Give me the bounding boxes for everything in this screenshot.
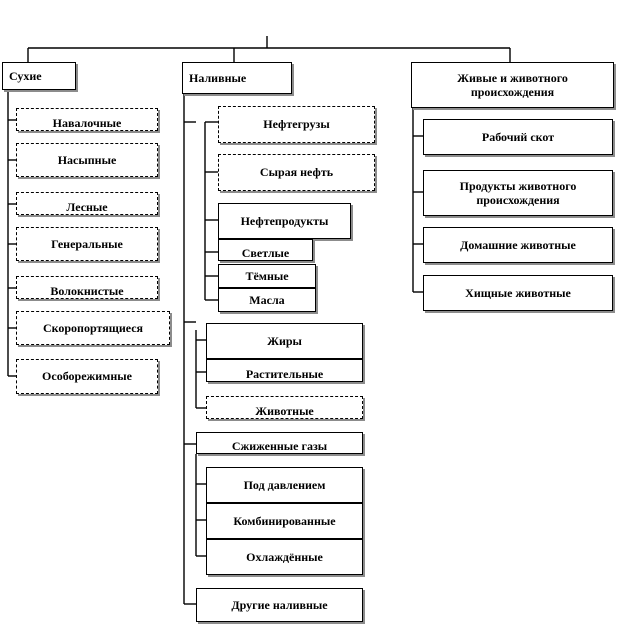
light-oil-node: Светлые [218,239,313,261]
vegetable-fats-node: Растительные [206,359,363,382]
animal-products-node: Продукты животного происхождения [423,170,613,216]
oils-node: Масла [218,288,316,312]
oil-cargo-node: Нефтегрузы [218,106,375,143]
liquefied-gas-node: Сжиженные газы [196,432,363,454]
oil-products-node: Нефтепродукты [218,203,351,239]
bulk-cargo-node: Навалочные [16,108,158,131]
other-liquid-node: Другие наливные [196,588,363,622]
animal-fats-node: Животные [206,396,363,419]
fats-node: Жиры [206,323,363,359]
predatory-animals-node: Хищные животные [423,275,613,311]
crude-oil-node: Сырая нефть [218,154,375,191]
special-regime-cargo-node: Особорежимные [16,359,158,394]
general-cargo-node: Генеральные [16,227,158,261]
pressurized-gas-node: Под давлением [206,467,363,503]
dark-oil-node: Тёмные [218,264,316,288]
combined-gas-node: Комбинированные [206,503,363,539]
loose-cargo-node: Насыпные [16,143,158,177]
domestic-animals-node: Домашние животные [423,227,613,263]
working-livestock-node: Рабочий скот [423,119,613,155]
live-animal-cargo-header: Живые и животного происхождения [411,62,614,108]
liquid-cargo-header: Наливные [182,62,292,94]
refrigerated-gas-node: Охлаждённые [206,539,363,575]
dry-cargo-header: Сухие [2,62,76,90]
perishable-cargo-node: Скоропортящиеся [16,311,170,345]
timber-cargo-node: Лесные [16,192,158,215]
fibrous-cargo-node: Волокнистые [16,276,158,299]
